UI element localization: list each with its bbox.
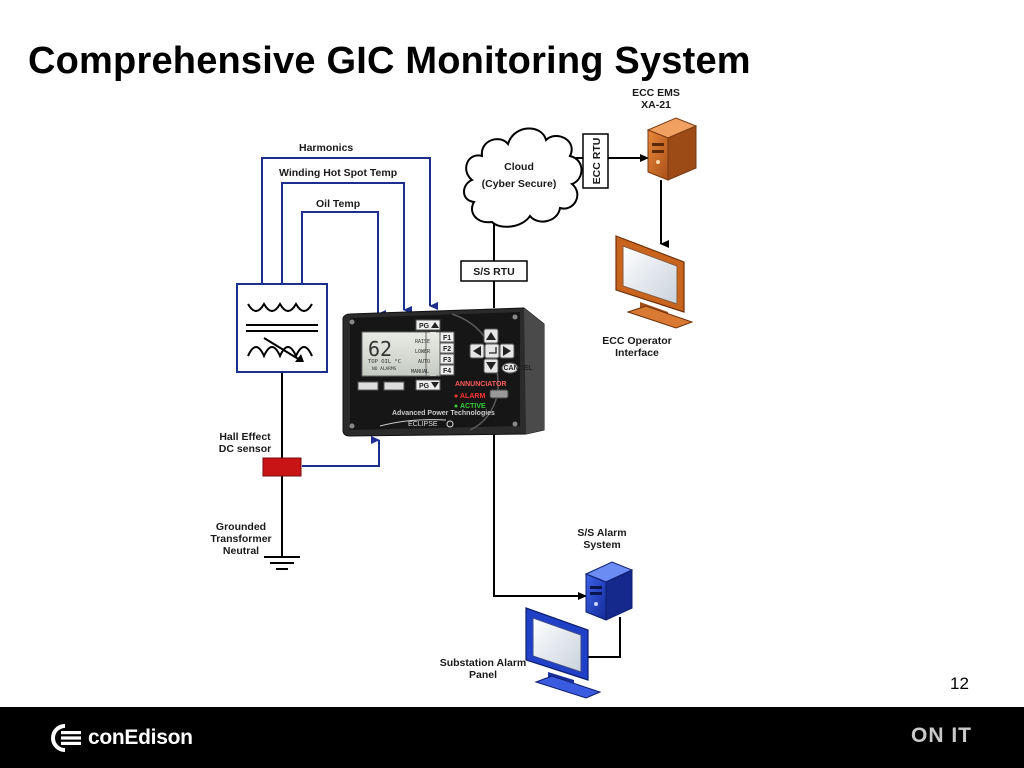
conedison-logo-icon (51, 724, 81, 752)
svg-text:PG: PG (419, 383, 430, 390)
monitor-lcd (361, 331, 427, 377)
harmonics-line (261, 157, 438, 310)
oil-temp-line (301, 211, 386, 318)
label-hall-sensor-line1: Hall Effect (219, 431, 271, 443)
lcd-caption: TOP OIL °C (368, 359, 401, 365)
label-winding-hot-spot: Winding Hot Spot Temp (279, 167, 397, 179)
label-ss-rtu: S/S RTU (473, 266, 514, 278)
label-ss-alarm-line1: S/S Alarm (577, 527, 626, 539)
monitor-model: ECLIPSE (408, 421, 438, 428)
pg-up-key: PG (415, 319, 441, 331)
eclipse-monitor-device: 62 TOP OIL °C NO ALARMS RAISE LOWER AUTO… (342, 307, 545, 437)
small-button-1 (357, 381, 379, 391)
label-ecc-rtu: ECC RTU (591, 138, 603, 185)
label-harmonics: Harmonics (299, 142, 353, 154)
footer-bar: conEdison ON IT (0, 707, 1024, 768)
label-grounded-line1: Grounded (216, 521, 266, 533)
transformer-symbol (236, 283, 328, 373)
f1-key: F1 (439, 331, 455, 343)
page-number: 12 (950, 674, 969, 693)
svg-text:PG: PG (419, 323, 430, 330)
ground-symbol (264, 556, 300, 570)
ecc-ems-server-icon (646, 117, 698, 181)
conedison-logo: conEdison (48, 723, 193, 753)
ecc-rtu-box (582, 133, 609, 189)
lcd-value: 62 (368, 337, 392, 361)
winding-temp-line (281, 182, 412, 314)
svg-text:CANCEL: CANCEL (504, 365, 534, 372)
menu-manual: MANUAL (411, 369, 429, 375)
menu-raise: RAISE (415, 339, 430, 345)
signal-lines (261, 157, 438, 467)
status-annunciator: ANNUNCIATOR (455, 381, 506, 388)
label-cloud-line2: (Cyber Secure) (482, 178, 557, 190)
small-button-2 (383, 381, 405, 391)
f4-key: F4 (439, 364, 455, 376)
f3-key: F3 (439, 353, 455, 365)
monitor-brand: Advanced Power Technologies (392, 410, 495, 417)
label-oil-temp: Oil Temp (316, 198, 360, 210)
label-cloud-line1: Cloud (504, 161, 534, 173)
svg-text:F4: F4 (443, 368, 451, 375)
status-active: ACTIVE (460, 403, 486, 410)
svg-text:F2: F2 (443, 346, 451, 353)
label-grounded-line3: Neutral (223, 545, 259, 557)
pg-down-key: PG (415, 379, 441, 391)
label-grounded-line2: Transformer (210, 533, 271, 545)
label-ecc-ems-line2: XA-21 (641, 99, 671, 111)
alarm-to-panel-line (580, 617, 621, 661)
serial-port (489, 389, 509, 399)
label-hall-sensor-line2: DC sensor (219, 443, 272, 455)
substation-alarm-panel-icon (525, 607, 602, 699)
f2-key: F2 (439, 342, 455, 354)
brand-name: conEdison (88, 726, 193, 749)
ecc-operator-monitor-icon (615, 235, 694, 329)
menu-lower: LOWER (415, 349, 431, 355)
gic-diagram: 62 TOP OIL °C NO ALARMS RAISE LOWER AUTO… (210, 87, 698, 699)
sensor-to-monitor-line (302, 436, 380, 467)
cancel-key (501, 362, 519, 374)
ss-alarm-server-icon (584, 561, 634, 621)
status-alarm: ALARM (460, 393, 485, 400)
svg-text:F3: F3 (443, 357, 451, 364)
lcd-sub: NO ALARMS (372, 366, 397, 372)
label-panel-line1: Substation Alarm (440, 657, 527, 669)
monitor-to-alarm-line (493, 432, 587, 600)
tagline: ON IT (911, 724, 972, 747)
ss-rtu-box (460, 260, 528, 282)
label-ecc-operator-line2: Interface (615, 347, 659, 359)
label-ecc-operator-line1: ECC Operator (602, 335, 671, 347)
navigation-pad: CANCEL (469, 328, 534, 374)
label-ecc-ems-line1: ECC EMS (632, 87, 680, 99)
label-ss-alarm-line2: System (583, 539, 620, 551)
menu-auto: AUTO (418, 359, 430, 365)
cloud-shape (463, 127, 583, 228)
label-panel-line2: Panel (469, 669, 497, 681)
hall-effect-sensor (262, 457, 302, 477)
svg-text:F1: F1 (443, 335, 451, 342)
comm-lines (281, 154, 669, 661)
slide-title: Comprehensive GIC Monitoring System (28, 40, 751, 82)
